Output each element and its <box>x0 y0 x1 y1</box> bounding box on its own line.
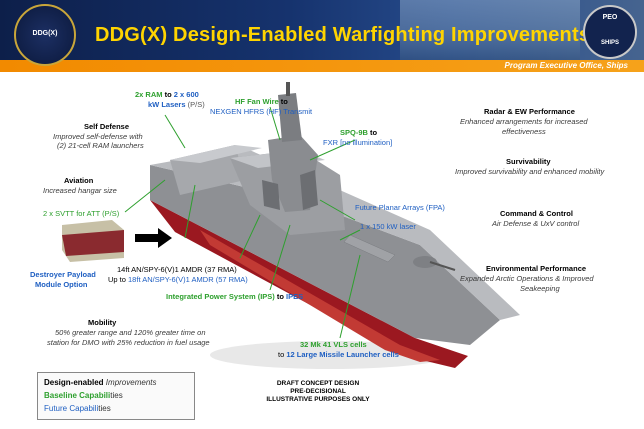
environmental-title: Environmental Performance <box>486 264 587 273</box>
mobility-line2: station for DMO with 25% reduction in fu… <box>47 338 210 347</box>
radar-ew-line2: effectiveness <box>502 127 546 136</box>
peo-seal-top: PEO <box>602 14 618 21</box>
page-subtitle: Program Executive Office, Ships <box>504 61 628 70</box>
hf-fan-line1: HF Fan Wire to <box>235 97 288 106</box>
environmental-line2: Seakeeping <box>520 284 560 293</box>
ddgx-seal-icon <box>14 4 76 66</box>
amdr-line2: Up to 18ft AN/SPY-6(V)1 AMDR (57 RMA) <box>108 275 248 284</box>
draft-line2: PRE-DECISIONAL <box>290 388 346 395</box>
ips-label: Integrated Power System (IPS) to IPES <box>166 292 304 301</box>
mobility-line1: 50% greater range and 120% greater time … <box>55 328 206 337</box>
spq-line2: FXR [no illumination] <box>323 138 393 147</box>
environmental-line1: Expanded Arctic Operations & Improved <box>460 274 594 283</box>
vls-line2: to 12 Large Missile Launcher cells <box>278 350 399 359</box>
fpa-label: Future Planar Arrays (FPA) <box>355 203 445 212</box>
survivability-line1: Improved survivability and enhanced mobi… <box>455 167 605 176</box>
mast-upper <box>278 93 302 142</box>
vls-line1: 32 Mk 41 VLS cells <box>300 340 367 349</box>
draft-line1: DRAFT CONCEPT DESIGN <box>276 380 360 387</box>
self-defense-line1: Improved self-defense with <box>53 132 143 141</box>
radar-ew-title: Radar & EW Performance <box>484 107 575 116</box>
aviation-line1: Increased hangar size <box>43 186 117 195</box>
header-accent-strip <box>0 60 644 72</box>
self-defense-title: Self Defense <box>84 122 130 131</box>
legend-row-baseline: Baseline Capabilities <box>44 391 123 400</box>
draft-line3: ILLUSTRATIVE PURPOSES ONLY <box>266 396 370 403</box>
payload-module-line2: Module Option <box>35 280 88 289</box>
legend-box: Design-enabled Improvements Baseline Cap… <box>37 372 195 420</box>
svtt-label: 2 x SVTT for ATT (P/S) <box>43 209 120 218</box>
amdr-line1: 14ft AN/SPY-6(V)1 AMDR (37 RMA) <box>117 265 237 274</box>
legend-row-future: Future Capabilities <box>44 404 111 413</box>
callout-lines <box>124 106 361 339</box>
vls-cells-icon <box>343 234 396 263</box>
radar-array-aft-icon <box>262 180 280 210</box>
forward-gun-icon <box>413 256 437 268</box>
mobility-title: Mobility <box>88 318 117 327</box>
spq-line1: SPQ-9B to <box>340 128 378 137</box>
survivability-title: Survivability <box>506 157 551 166</box>
payload-module-band <box>62 230 124 256</box>
arrow-right-icon <box>135 228 172 248</box>
gun-barrel <box>429 261 456 271</box>
laser150-label: 1 x 150 kW laser <box>360 222 416 231</box>
legend-row-design: Design-enabled Improvements <box>44 378 157 387</box>
radar-array-icon <box>300 170 318 210</box>
hull-red <box>150 200 468 368</box>
ram-lasers-line2: kW Lasers (P/S) <box>148 100 205 109</box>
page-title: DDG(X) Design-Enabled Warfighting Improv… <box>95 24 591 46</box>
payload-module-line1: Destroyer Payload <box>30 270 96 279</box>
peo-seal-bottom: SHIPS <box>600 40 619 46</box>
peo-ships-seal-icon <box>583 5 637 59</box>
hull-side <box>150 165 500 345</box>
radar-ew-line1: Enhanced arrangements for increased <box>460 117 588 126</box>
self-defense-line2: (2) 21-cell RAM launchers <box>57 141 144 150</box>
banner-photo <box>400 0 580 60</box>
hangar-roof <box>170 145 262 163</box>
ram-lasers-line1: 2x RAM to 2 x 600 <box>135 90 199 99</box>
ddgx-seal-label: DDG(X) <box>32 30 58 37</box>
command-control-title: Command & Control <box>500 209 573 218</box>
hf-fan-line2: NEXGEN HFRS (HF) Transmit <box>210 107 313 116</box>
command-control-line1: Air Defense & UxV control <box>492 219 580 228</box>
mast-antenna <box>286 82 290 96</box>
draft-notice: DRAFT CONCEPT DESIGN PRE-DECISIONAL ILLU… <box>258 380 378 404</box>
aviation-title: Aviation <box>64 176 94 185</box>
